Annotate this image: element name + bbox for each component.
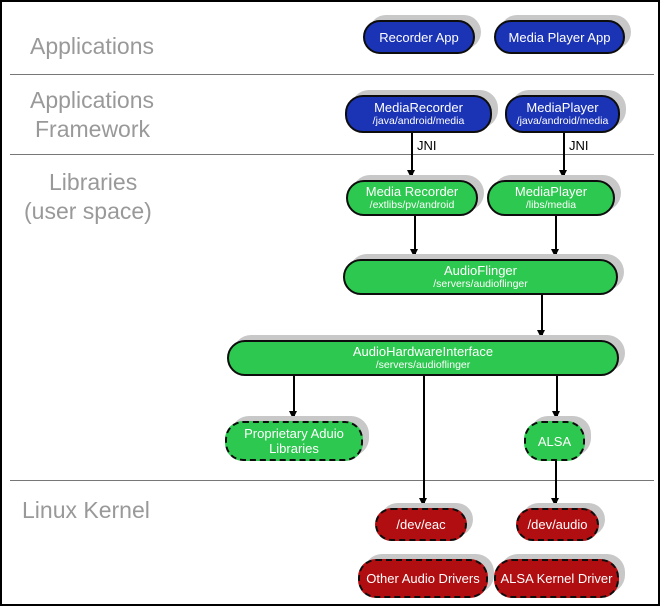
- node-dev-audio: /dev/audio: [516, 508, 599, 541]
- node-path: /extlibs/pv/android: [369, 199, 455, 211]
- section-label-applications-framework: Applications Framework: [30, 86, 154, 144]
- arrowhead-icon: [551, 498, 559, 506]
- node-media-player-app: Media Player App: [494, 20, 625, 54]
- section-label-applications: Applications: [30, 32, 154, 61]
- edge-line: [555, 461, 557, 506]
- node-title: ALSA Kernel Driver: [500, 571, 613, 586]
- node-title: Libraries: [269, 441, 319, 456]
- section-divider: [10, 480, 654, 481]
- jni-label-right: JNI: [569, 138, 589, 153]
- section-label-linux-kernel: Linux Kernel: [22, 496, 150, 525]
- node-proprietary-audio-libraries: Proprietary Aduio Libraries: [225, 421, 363, 461]
- node-title: Media Player App: [508, 29, 611, 45]
- arrowhead-icon: [552, 411, 560, 419]
- node-mediaplayer-framework: MediaPlayer /java/android/media: [505, 95, 620, 133]
- node-media-recorder-lib: Media Recorder /extlibs/pv/android: [346, 180, 478, 216]
- section-label-text: Linux Kernel: [22, 497, 150, 523]
- edge-line: [555, 216, 557, 257]
- edge-line: [541, 295, 543, 338]
- node-title: AudioFlinger: [444, 263, 517, 278]
- node-recorder-app: Recorder App: [363, 20, 475, 54]
- node-title: /dev/audio: [527, 517, 588, 532]
- arrowhead-icon: [551, 249, 559, 257]
- arrowhead-icon: [537, 330, 545, 338]
- edge-line: [414, 216, 416, 257]
- jni-label-left: JNI: [417, 138, 437, 153]
- arrowhead-icon: [419, 498, 427, 506]
- edge-line: [293, 376, 295, 419]
- node-title: Recorder App: [379, 29, 459, 45]
- node-title: AudioHardwareInterface: [352, 344, 494, 359]
- node-mediarecorder-framework: MediaRecorder /java/android/media: [345, 95, 492, 133]
- arrowhead-icon: [289, 411, 297, 419]
- edge-line: [423, 376, 425, 506]
- section-label-text: (user space): [24, 198, 152, 224]
- node-alsa: ALSA: [524, 421, 585, 461]
- node-title: Other Audio Drivers: [366, 571, 480, 586]
- node-title: ALSA: [537, 433, 572, 449]
- section-label-text: Libraries: [49, 169, 138, 195]
- node-audiohardwareinterface: AudioHardwareInterface /servers/audiofli…: [227, 340, 619, 376]
- section-divider: [10, 154, 654, 155]
- arrowhead-icon: [407, 170, 415, 178]
- arrowhead-icon: [559, 170, 567, 178]
- node-path: /libs/media: [525, 199, 577, 211]
- node-title: /dev/eac: [396, 517, 446, 532]
- edge-line: [411, 133, 413, 178]
- node-path: /java/android/media: [372, 115, 465, 127]
- edge-line: [556, 376, 558, 419]
- node-title: MediaPlayer: [526, 100, 599, 115]
- section-divider: [10, 74, 654, 75]
- section-label-text: Framework: [35, 116, 151, 142]
- node-audioflinger: AudioFlinger /servers/audioflinger: [343, 259, 618, 295]
- node-title: MediaRecorder: [374, 100, 463, 115]
- node-title: Proprietary Aduio: [244, 426, 344, 441]
- section-label-text: Applications: [30, 87, 155, 113]
- node-path: /servers/audioflinger: [433, 278, 528, 290]
- node-other-audio-drivers: Other Audio Drivers: [358, 559, 488, 598]
- node-path: /java/android/media: [516, 115, 609, 127]
- node-dev-eac: /dev/eac: [375, 508, 467, 541]
- section-label-text: Applications: [30, 33, 155, 59]
- arrowhead-icon: [410, 249, 418, 257]
- section-label-libraries: Libraries (user space): [24, 168, 152, 226]
- edge-line: [563, 133, 565, 178]
- node-path: /servers/audioflinger: [375, 359, 471, 371]
- node-alsa-kernel-driver: ALSA Kernel Driver: [494, 559, 619, 598]
- node-title: Media Recorder: [365, 184, 459, 199]
- node-title: MediaPlayer: [514, 184, 588, 199]
- node-mediaplayer-lib: MediaPlayer /libs/media: [487, 180, 615, 216]
